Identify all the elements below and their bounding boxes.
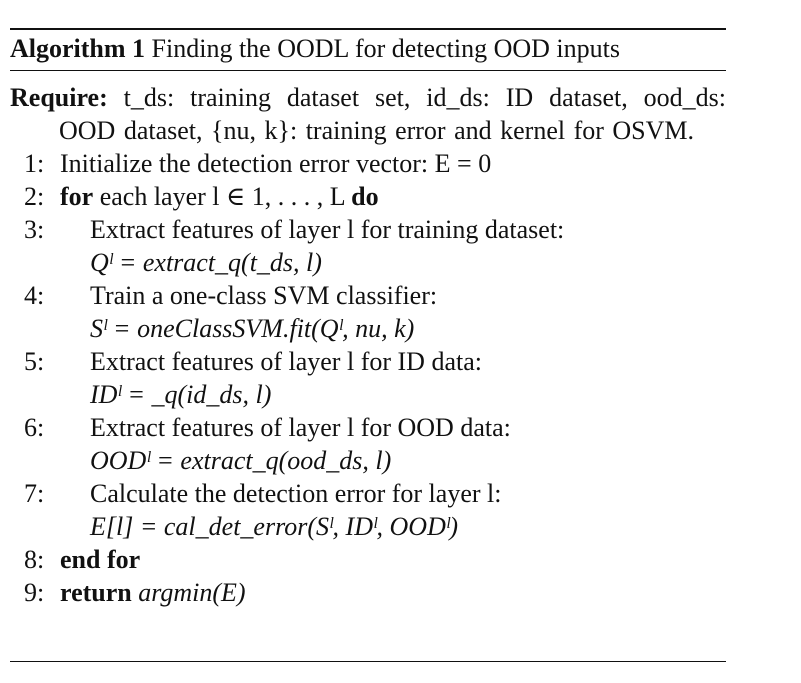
require-keyword: Require: bbox=[10, 83, 108, 112]
line-number: 9: bbox=[24, 578, 45, 607]
line-number: 5: bbox=[24, 347, 45, 376]
line-number: 7: bbox=[24, 479, 45, 508]
line-text: Calculate the detection error for layer … bbox=[90, 479, 502, 508]
algorithm-title: Finding the OODL for detecting OOD input… bbox=[151, 34, 620, 63]
step-6: 6: Extract features of layer l for OOD d… bbox=[10, 411, 726, 444]
line-body: return argmin(E) bbox=[60, 576, 246, 609]
algorithm-caption: Algorithm 1 Finding the OODL for detecti… bbox=[10, 32, 726, 66]
return-expression: argmin(E) bbox=[138, 578, 246, 607]
bottom-rule bbox=[10, 661, 726, 662]
formula: IDˡ = _q(id_ds, l) bbox=[90, 380, 272, 409]
line-number: 4: bbox=[24, 281, 45, 310]
line-number: 3: bbox=[24, 215, 45, 244]
step-3-formula: Qˡ = extract_q(t_ds, l) bbox=[10, 246, 726, 279]
keyword-for: for bbox=[60, 182, 94, 211]
keyword-end-for: end for bbox=[60, 545, 141, 574]
line-text: Initialize the detection error vector: E… bbox=[60, 149, 492, 178]
formula: Qˡ = extract_q(t_ds, l) bbox=[90, 248, 322, 277]
step-7: 7: Calculate the detection error for lay… bbox=[10, 477, 726, 510]
step-7-formula: E[l] = cal_det_error(Sˡ, IDˡ, OODˡ) bbox=[10, 510, 726, 543]
line-text: Train a one-class SVM classifier: bbox=[90, 281, 438, 310]
step-6-formula: OODˡ = extract_q(ood_ds, l) bbox=[10, 444, 726, 477]
line-number: 8: bbox=[24, 545, 45, 574]
line-number: 2: bbox=[24, 182, 45, 211]
step-9: 9: return argmin(E) bbox=[10, 576, 726, 609]
keyword-return: return bbox=[60, 578, 132, 607]
require-line: Require: t_ds: training dataset set, id_… bbox=[10, 81, 726, 147]
line-text: Extract features of layer l for training… bbox=[90, 215, 565, 244]
line-number: 6: bbox=[24, 413, 45, 442]
require-text: t_ds: training dataset set, id_ds: ID da… bbox=[59, 83, 726, 145]
step-1: 1: Initialize the detection error vector… bbox=[10, 147, 726, 180]
caption-rule bbox=[10, 70, 726, 71]
formula: E[l] = cal_det_error(Sˡ, IDˡ, OODˡ) bbox=[90, 512, 459, 541]
step-4: 4: Train a one-class SVM classifier: bbox=[10, 279, 726, 312]
algorithm-label: Algorithm 1 bbox=[10, 34, 146, 63]
line-body: for each layer l ∈ 1, . . . , L do bbox=[60, 180, 379, 213]
step-2: 2: for each layer l ∈ 1, . . . , L do bbox=[10, 180, 726, 213]
formula: Sˡ = oneClassSVM.fit(Qˡ, nu, k) bbox=[90, 314, 415, 343]
formula: OODˡ = extract_q(ood_ds, l) bbox=[90, 446, 392, 475]
step-5: 5: Extract features of layer l for ID da… bbox=[10, 345, 726, 378]
top-rule bbox=[10, 28, 726, 30]
line-text: each layer l ∈ 1, . . . , L bbox=[99, 182, 345, 211]
step-5-formula: IDˡ = _q(id_ds, l) bbox=[10, 378, 726, 411]
step-8: 8: end for bbox=[10, 543, 726, 576]
algorithm-block: Algorithm 1 Finding the OODL for detecti… bbox=[10, 28, 726, 609]
line-text: Extract features of layer l for OOD data… bbox=[90, 413, 511, 442]
keyword-do: do bbox=[351, 182, 379, 211]
step-3: 3: Extract features of layer l for train… bbox=[10, 213, 726, 246]
step-4-formula: Sˡ = oneClassSVM.fit(Qˡ, nu, k) bbox=[10, 312, 726, 345]
line-text: Extract features of layer l for ID data: bbox=[90, 347, 482, 376]
line-number: 1: bbox=[24, 149, 45, 178]
